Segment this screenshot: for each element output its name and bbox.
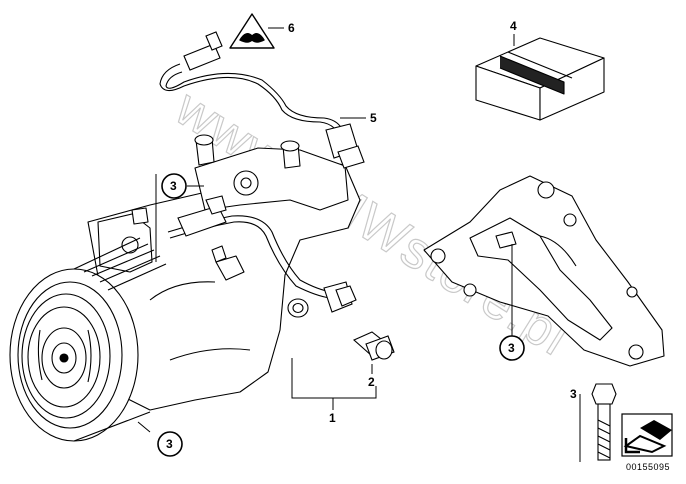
part-number: 00155095 [626,462,670,472]
callout-3-lower: 3 [166,437,173,451]
callout-2: 2 [368,375,375,389]
callout-1: 1 [329,411,336,425]
callout-3-bolt: 3 [570,387,577,401]
wiring-harness [159,31,365,169]
callout-circles [157,173,525,457]
package-box [475,37,605,121]
callout-3-bracket: 3 [508,341,515,355]
leader-lines [137,27,581,462]
callout-6: 6 [288,21,295,35]
compressor-wiring [167,195,357,313]
ac-compressor [9,134,361,442]
callout-4: 4 [510,19,517,33]
callout-3-upper: 3 [170,179,177,193]
bolt-icon [591,383,617,461]
arrow-symbol-icon [621,413,673,457]
callout-5: 5 [370,111,377,125]
fitting-bolt [352,331,395,361]
mounting-bracket [423,175,665,367]
warning-label-icon [229,13,275,49]
